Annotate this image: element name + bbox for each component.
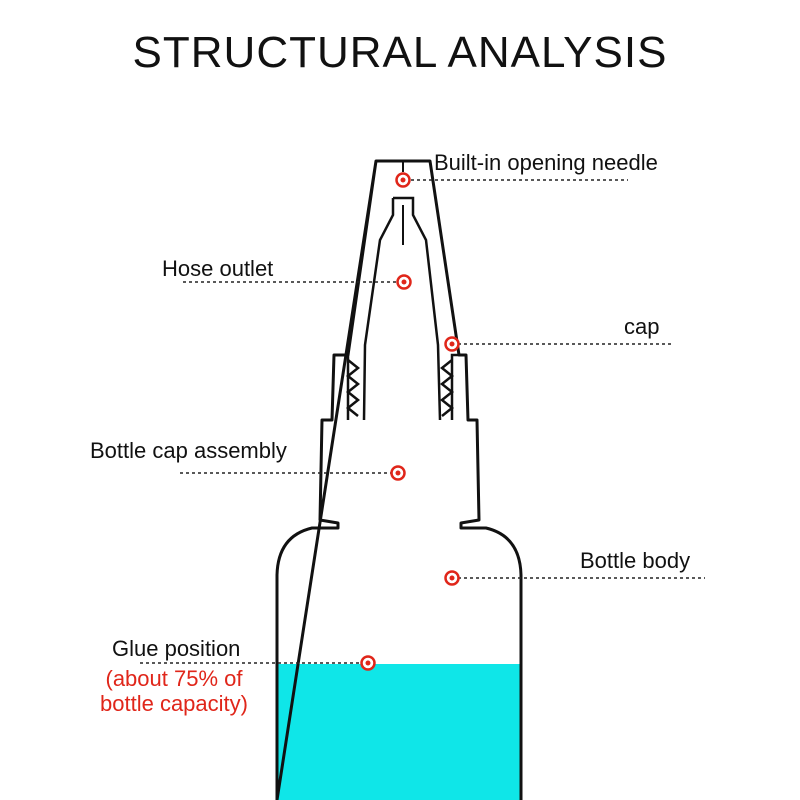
markers (360, 172, 460, 671)
marker-glue (360, 655, 376, 671)
marker-hose (396, 274, 412, 290)
glue-note-line-2: bottle capacity) (100, 691, 248, 717)
thread-left (345, 359, 361, 417)
inner-hose-outline (362, 196, 442, 421)
label-glue: Glue position (112, 636, 241, 661)
label-hose: Hose outlet (162, 256, 274, 281)
page-title: STRUCTURAL ANALYSIS (132, 28, 668, 77)
marker-body (444, 570, 460, 586)
marker-needle (395, 172, 411, 188)
label-needle: Built-in opening needle (434, 150, 658, 175)
label-cap: cap (624, 314, 660, 339)
marker-cap (444, 336, 460, 352)
glue-note: (about 75% of bottle capacity) (84, 666, 264, 717)
marker-assembly (390, 465, 406, 481)
bottle-outline (275, 159, 523, 800)
label-body: Bottle body (580, 548, 691, 573)
thread-right (439, 359, 455, 417)
glue-note-line-1: (about 75% of (105, 666, 243, 691)
glue-fill (277, 664, 520, 800)
label-assembly: Bottle cap assembly (90, 438, 287, 463)
